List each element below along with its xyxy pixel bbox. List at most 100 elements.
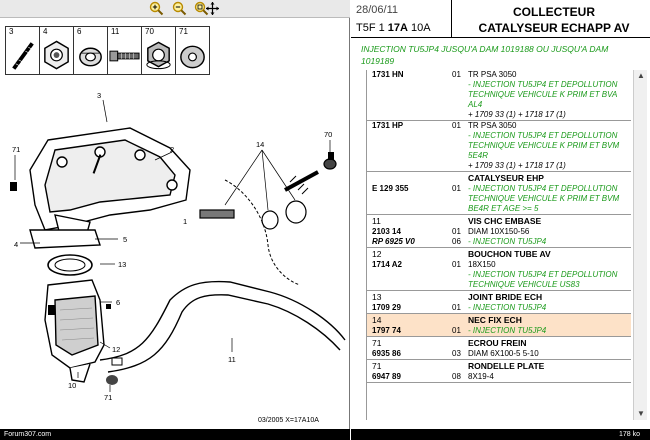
part-reference[interactable]: 1731 HP <box>372 121 404 130</box>
flange-gasket[interactable] <box>47 254 93 276</box>
part-thumb[interactable]: 3 <box>6 27 40 74</box>
catalog-date: 28/06/11 <box>356 4 399 16</box>
entry-number: 12 <box>372 249 382 259</box>
entry-title: VIS CHC EMBASE <box>468 216 542 226</box>
stud-icon <box>12 42 34 70</box>
part-description: + 1709 33 (1) + 1718 17 (1) <box>468 161 566 170</box>
entry-title: NEC FIX ECH <box>468 315 522 325</box>
part-description: - INJECTION TU5JP4 ET DEPOLLUTION <box>468 270 618 279</box>
part-thumb[interactable]: 4 <box>40 27 74 74</box>
plug[interactable] <box>111 357 123 366</box>
callout-3: 3 <box>97 91 101 100</box>
part-reference[interactable]: 1709 29 <box>372 303 401 312</box>
catalytic-converter[interactable] <box>44 279 105 383</box>
zoom-fit-icon[interactable] <box>194 1 209 16</box>
scroll-up-icon[interactable]: ▲ <box>637 71 645 80</box>
part-quantity: 01 <box>452 184 461 193</box>
part-quantity: 01 <box>452 70 461 79</box>
header-divider <box>451 0 452 38</box>
zoom-out-icon[interactable] <box>172 1 187 16</box>
part-description: TR PSA 3050 <box>468 121 517 130</box>
spring-clamp-set[interactable] <box>199 158 337 230</box>
part-thumb-number: 4 <box>43 27 48 36</box>
entry-row: 5E4R <box>367 151 631 161</box>
part-description: - INJECTION TU5JP4 <box>468 237 547 246</box>
zoom-in-icon[interactable] <box>149 1 164 16</box>
entry-row: AL4 <box>367 100 631 110</box>
model-prefix: T5F 1 <box>356 22 385 34</box>
part-description: BE4R ET AGE >= 5 <box>468 204 539 213</box>
zoom-toolbar <box>0 0 350 18</box>
part-quantity: 01 <box>452 121 461 130</box>
part-thumb[interactable]: 11 <box>108 27 142 74</box>
part-quantity: 03 <box>452 349 461 358</box>
entry-row: + 1709 33 (1) + 1718 17 (1) <box>367 161 631 171</box>
entry-row: TECHNIQUE VEHICULE US83 <box>367 280 631 290</box>
entry-number: 71 <box>372 361 382 371</box>
entry-row: - INJECTION TU5JP4 ET DEPOLLUTION <box>367 131 631 141</box>
part-reference[interactable]: 1714 A2 <box>372 260 402 269</box>
catalog-header: 28/06/11 T5F 1 17A 10A COLLECTEUR CATALY… <box>351 0 650 38</box>
part-thumb-number: 71 <box>179 27 188 36</box>
part-thumb[interactable]: 71 <box>176 27 209 74</box>
parts-list-scrollbar[interactable]: ▲ ▼ <box>633 70 647 420</box>
callout-2: 2 <box>170 145 174 154</box>
part-description: TECHNIQUE VEHICULE US83 <box>468 280 580 289</box>
part-description: + 1709 33 (1) + 1718 17 (1) <box>468 110 566 119</box>
part-reference[interactable]: 2103 14 <box>372 227 401 236</box>
entry-row: 1731 HN 01 TR PSA 3050 <box>367 70 631 80</box>
parts-list-entry[interactable]: 1731 HN 01 TR PSA 3050- INJECTION TU5JP4 E… <box>367 70 631 121</box>
part-thumb-number: 70 <box>145 27 154 36</box>
part-description: TR PSA 3050 <box>468 70 517 79</box>
entry-title: BOUCHON TUBE AV <box>468 249 551 259</box>
exhaust-manifold[interactable] <box>29 127 191 249</box>
callout-71b: 71 <box>104 393 112 402</box>
entry-title: JOINT BRIDE ECH <box>468 292 543 302</box>
entry-title: RONDELLE PLATE <box>468 361 545 371</box>
exploded-parts-diagram: 3 2 14 70 71 1 4 5 13 6 12 10 71 11 <box>10 91 346 402</box>
part-reference[interactable]: 1797 74 <box>372 326 401 335</box>
part-description: AL4 <box>468 100 483 109</box>
part-reference[interactable]: 6935 86 <box>372 349 401 358</box>
part-reference[interactable]: RP 6925 V0 <box>372 237 415 246</box>
scroll-down-icon[interactable]: ▼ <box>637 409 645 418</box>
entry-number: 11 <box>372 216 381 226</box>
part-description: - INJECTION TU5JP4 ET DEPOLLUTION <box>468 80 618 89</box>
pan-icon[interactable] <box>205 1 220 16</box>
bolt-icon <box>109 50 140 62</box>
callout-12: 12 <box>112 345 120 354</box>
part-description: 8X19-4 <box>468 372 494 381</box>
part-reference[interactable]: 1731 HN <box>372 70 404 79</box>
entry-row: - INJECTION TU5JP4 ET DEPOLLUTION <box>367 270 631 280</box>
part-description: - INJECTION TU5JP4 <box>468 326 547 335</box>
part-thumb[interactable]: 6 <box>74 27 108 74</box>
part-reference[interactable]: E 129 355 <box>372 184 409 193</box>
front-pipe[interactable] <box>99 280 346 373</box>
part-thumb[interactable]: 70 <box>142 27 176 74</box>
parts-list-entry[interactable]: 1731 HP 01 TR PSA 3050- INJECTION TU5JP4 E… <box>367 121 631 172</box>
part-description: - INJECTION TU5JP4 <box>468 303 547 312</box>
part-description: 18X150 <box>468 260 496 269</box>
callout-13: 13 <box>118 260 126 269</box>
part-reference[interactable]: 6947 89 <box>372 372 401 381</box>
entry-header: 11 VIS CHC EMBASE <box>367 215 631 227</box>
part-quantity: 01 <box>452 303 461 312</box>
entry-header: 12 BOUCHON TUBE AV <box>367 248 631 260</box>
entry-row: BE4R ET AGE >= 5 <box>367 204 631 214</box>
part-description: - INJECTION TU5JP4 ET DEPOLLUTION <box>468 131 618 140</box>
callout-4: 4 <box>14 240 18 249</box>
status-bar-left: Forum307.com <box>0 429 350 440</box>
